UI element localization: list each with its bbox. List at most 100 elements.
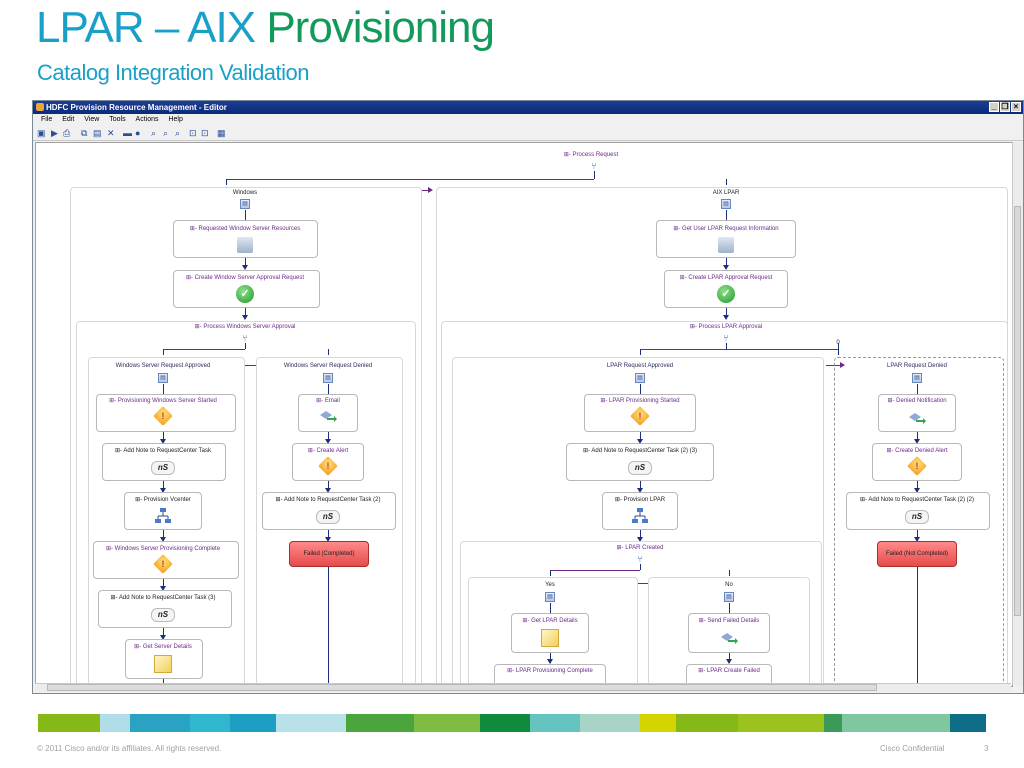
expand-icon[interactable]: ⊞ xyxy=(316,398,322,404)
node-lpar-create-failed[interactable] xyxy=(686,664,772,686)
zoom-out-icon[interactable]: ⌕ xyxy=(175,128,181,138)
print-icon[interactable]: ⎙ xyxy=(63,128,71,138)
expand-icon[interactable]: ⊞ xyxy=(185,275,191,281)
denied-notification-label: Denied Notification xyxy=(896,398,947,404)
expand-icon[interactable]: ⊞ xyxy=(109,398,115,404)
expand-icon[interactable]: ⊞ xyxy=(275,497,281,503)
lpar-started-label: LPAR Provisioning Started xyxy=(609,398,680,404)
expand-icon[interactable]: ⊞ xyxy=(673,226,679,232)
expand-icon[interactable]: ⊞ xyxy=(886,448,892,454)
toolbar: ▣ ▶ ⎙ ⧉ ▤ ✕ ▬ ● ⌕ ⌕ ⌕ ⊡ ⊡ ▦ xyxy=(33,126,1023,141)
menubar: File Edit View Tools Actions Help xyxy=(33,114,1023,126)
fork-icon: ⑂ xyxy=(723,333,729,343)
restore-button[interactable]: ❐ xyxy=(1000,102,1010,112)
sequence-icon: ▤ xyxy=(545,592,555,602)
expand-icon[interactable]: ⊞ xyxy=(679,275,685,281)
node-send-failed-details[interactable] xyxy=(688,613,770,653)
get-lpar-info-label: Get User LPAR Request Information xyxy=(682,226,779,232)
color-bar-segment xyxy=(738,714,824,732)
workflow-canvas[interactable]: ⊞- Process Request ⑂ Windows ▤ ⊞- Reques… xyxy=(35,142,1013,687)
zoom-area-icon[interactable]: ⊡ xyxy=(201,128,209,138)
zoom-icon[interactable]: ⌕ xyxy=(151,128,157,138)
node-lpar-complete[interactable] xyxy=(494,664,606,686)
save-icon[interactable]: ▣ xyxy=(37,128,46,138)
color-bar-segment xyxy=(414,714,480,732)
sequence-icon: ▤ xyxy=(724,592,734,602)
expand-icon[interactable]: ⊞ xyxy=(110,595,116,601)
expand-icon[interactable]: ⊞ xyxy=(614,497,620,503)
horizontal-scroll-thumb[interactable] xyxy=(47,684,877,691)
lane-lpar-denied xyxy=(834,357,1004,686)
color-bar-segment xyxy=(580,714,640,732)
node-windows-started[interactable] xyxy=(96,394,236,432)
zoom-in-icon[interactable]: ⌕ xyxy=(163,128,169,138)
minimize-button[interactable]: _ xyxy=(989,102,999,112)
expand-icon[interactable]: ⊞ xyxy=(689,324,695,330)
expand-icon[interactable]: ⊞ xyxy=(134,644,140,650)
vertical-scroll-thumb[interactable] xyxy=(1014,206,1021,616)
expand-icon[interactable]: ⊞ xyxy=(115,448,121,454)
aix-lane-label: AIX LPAR xyxy=(712,190,740,196)
paste-icon[interactable]: ▤ xyxy=(93,128,102,138)
provision-lpar-label: Provision LPAR xyxy=(623,497,666,503)
menu-edit[interactable]: Edit xyxy=(62,116,75,123)
title-part2: Provisioning xyxy=(266,3,495,52)
expand-icon[interactable]: ⊞ xyxy=(194,324,200,330)
footer-copyright: © 2011 Cisco and/or its affiliates. All … xyxy=(37,744,222,753)
dot-icon[interactable]: ● xyxy=(135,128,141,138)
warning-icon: ! xyxy=(153,554,173,574)
expand-icon[interactable]: ⊞ xyxy=(135,497,141,503)
add-note-label: Add Note to RequestCenter Task xyxy=(123,448,211,454)
expand-icon[interactable]: ⊞ xyxy=(563,152,569,158)
run-icon[interactable]: ▶ xyxy=(51,128,58,138)
horizontal-scrollbar[interactable] xyxy=(35,683,1011,692)
expand-icon[interactable]: ⊞ xyxy=(105,546,111,552)
failed-not-completed[interactable]: Failed (Not Completed) xyxy=(877,541,957,567)
process-request-label: Process Request xyxy=(572,152,619,158)
window-titlebar[interactable]: HDFC Provision Resource Management - Edi… xyxy=(33,101,1023,114)
window-title: HDFC Provision Resource Management - Edi… xyxy=(46,103,227,112)
email-label: Email xyxy=(324,398,340,404)
expand-icon[interactable]: ⊞ xyxy=(860,497,866,503)
minus-icon[interactable]: ▬ xyxy=(123,128,132,138)
color-bar-segment xyxy=(824,714,842,732)
expand-icon[interactable]: ⊞ xyxy=(616,545,622,551)
add-note-2-label: Add Note to RequestCenter Task (2) xyxy=(283,497,381,503)
color-bar-segment xyxy=(190,714,230,732)
fit-icon[interactable]: ⊡ xyxy=(189,128,197,138)
vertical-scrollbar[interactable] xyxy=(1012,142,1023,685)
node-process-request[interactable]: ⊞- Process Request xyxy=(563,152,619,158)
expand-icon[interactable]: ⊞ xyxy=(522,618,528,624)
expand-icon[interactable]: ⊞ xyxy=(507,668,513,674)
color-bar-segment xyxy=(276,714,346,732)
menu-actions[interactable]: Actions xyxy=(135,116,159,123)
create-window-approval-label: Create Window Server Approval Request xyxy=(194,275,305,281)
color-bar-segment xyxy=(38,714,100,732)
color-bar-segment xyxy=(346,714,414,732)
node-windows-complete[interactable] xyxy=(93,541,239,579)
menu-tools[interactable]: Tools xyxy=(109,116,126,123)
menu-view[interactable]: View xyxy=(84,116,100,123)
menu-file[interactable]: File xyxy=(41,116,53,123)
expand-icon[interactable]: ⊞ xyxy=(583,448,589,454)
failed-completed[interactable]: Failed (Completed) xyxy=(289,541,369,567)
create-lpar-approval-label: Create LPAR Approval Request xyxy=(688,275,773,281)
delete-icon[interactable]: ✕ xyxy=(107,128,115,138)
expand-icon[interactable]: ⊞ xyxy=(698,618,704,624)
expand-icon[interactable]: ⊞ xyxy=(307,448,313,454)
expand-icon[interactable]: ⊞ xyxy=(698,668,704,674)
node-denied-notification[interactable] xyxy=(878,394,956,432)
color-bar-segment xyxy=(130,714,190,732)
grid-icon[interactable]: ▦ xyxy=(217,128,226,138)
expand-icon[interactable]: ⊞ xyxy=(189,226,195,232)
warning-icon: ! xyxy=(907,456,927,476)
copy-icon[interactable]: ⧉ xyxy=(81,128,88,138)
menu-help[interactable]: Help xyxy=(168,116,183,123)
no-label: No xyxy=(725,582,733,588)
close-button[interactable]: × xyxy=(1011,102,1021,112)
color-bar-segment xyxy=(530,714,580,732)
sequence-icon: ▤ xyxy=(721,199,731,209)
expand-icon[interactable]: ⊞ xyxy=(887,398,893,404)
expand-icon[interactable]: ⊞ xyxy=(600,398,606,404)
provision-vcenter-label: Provision Vcenter xyxy=(143,497,191,503)
